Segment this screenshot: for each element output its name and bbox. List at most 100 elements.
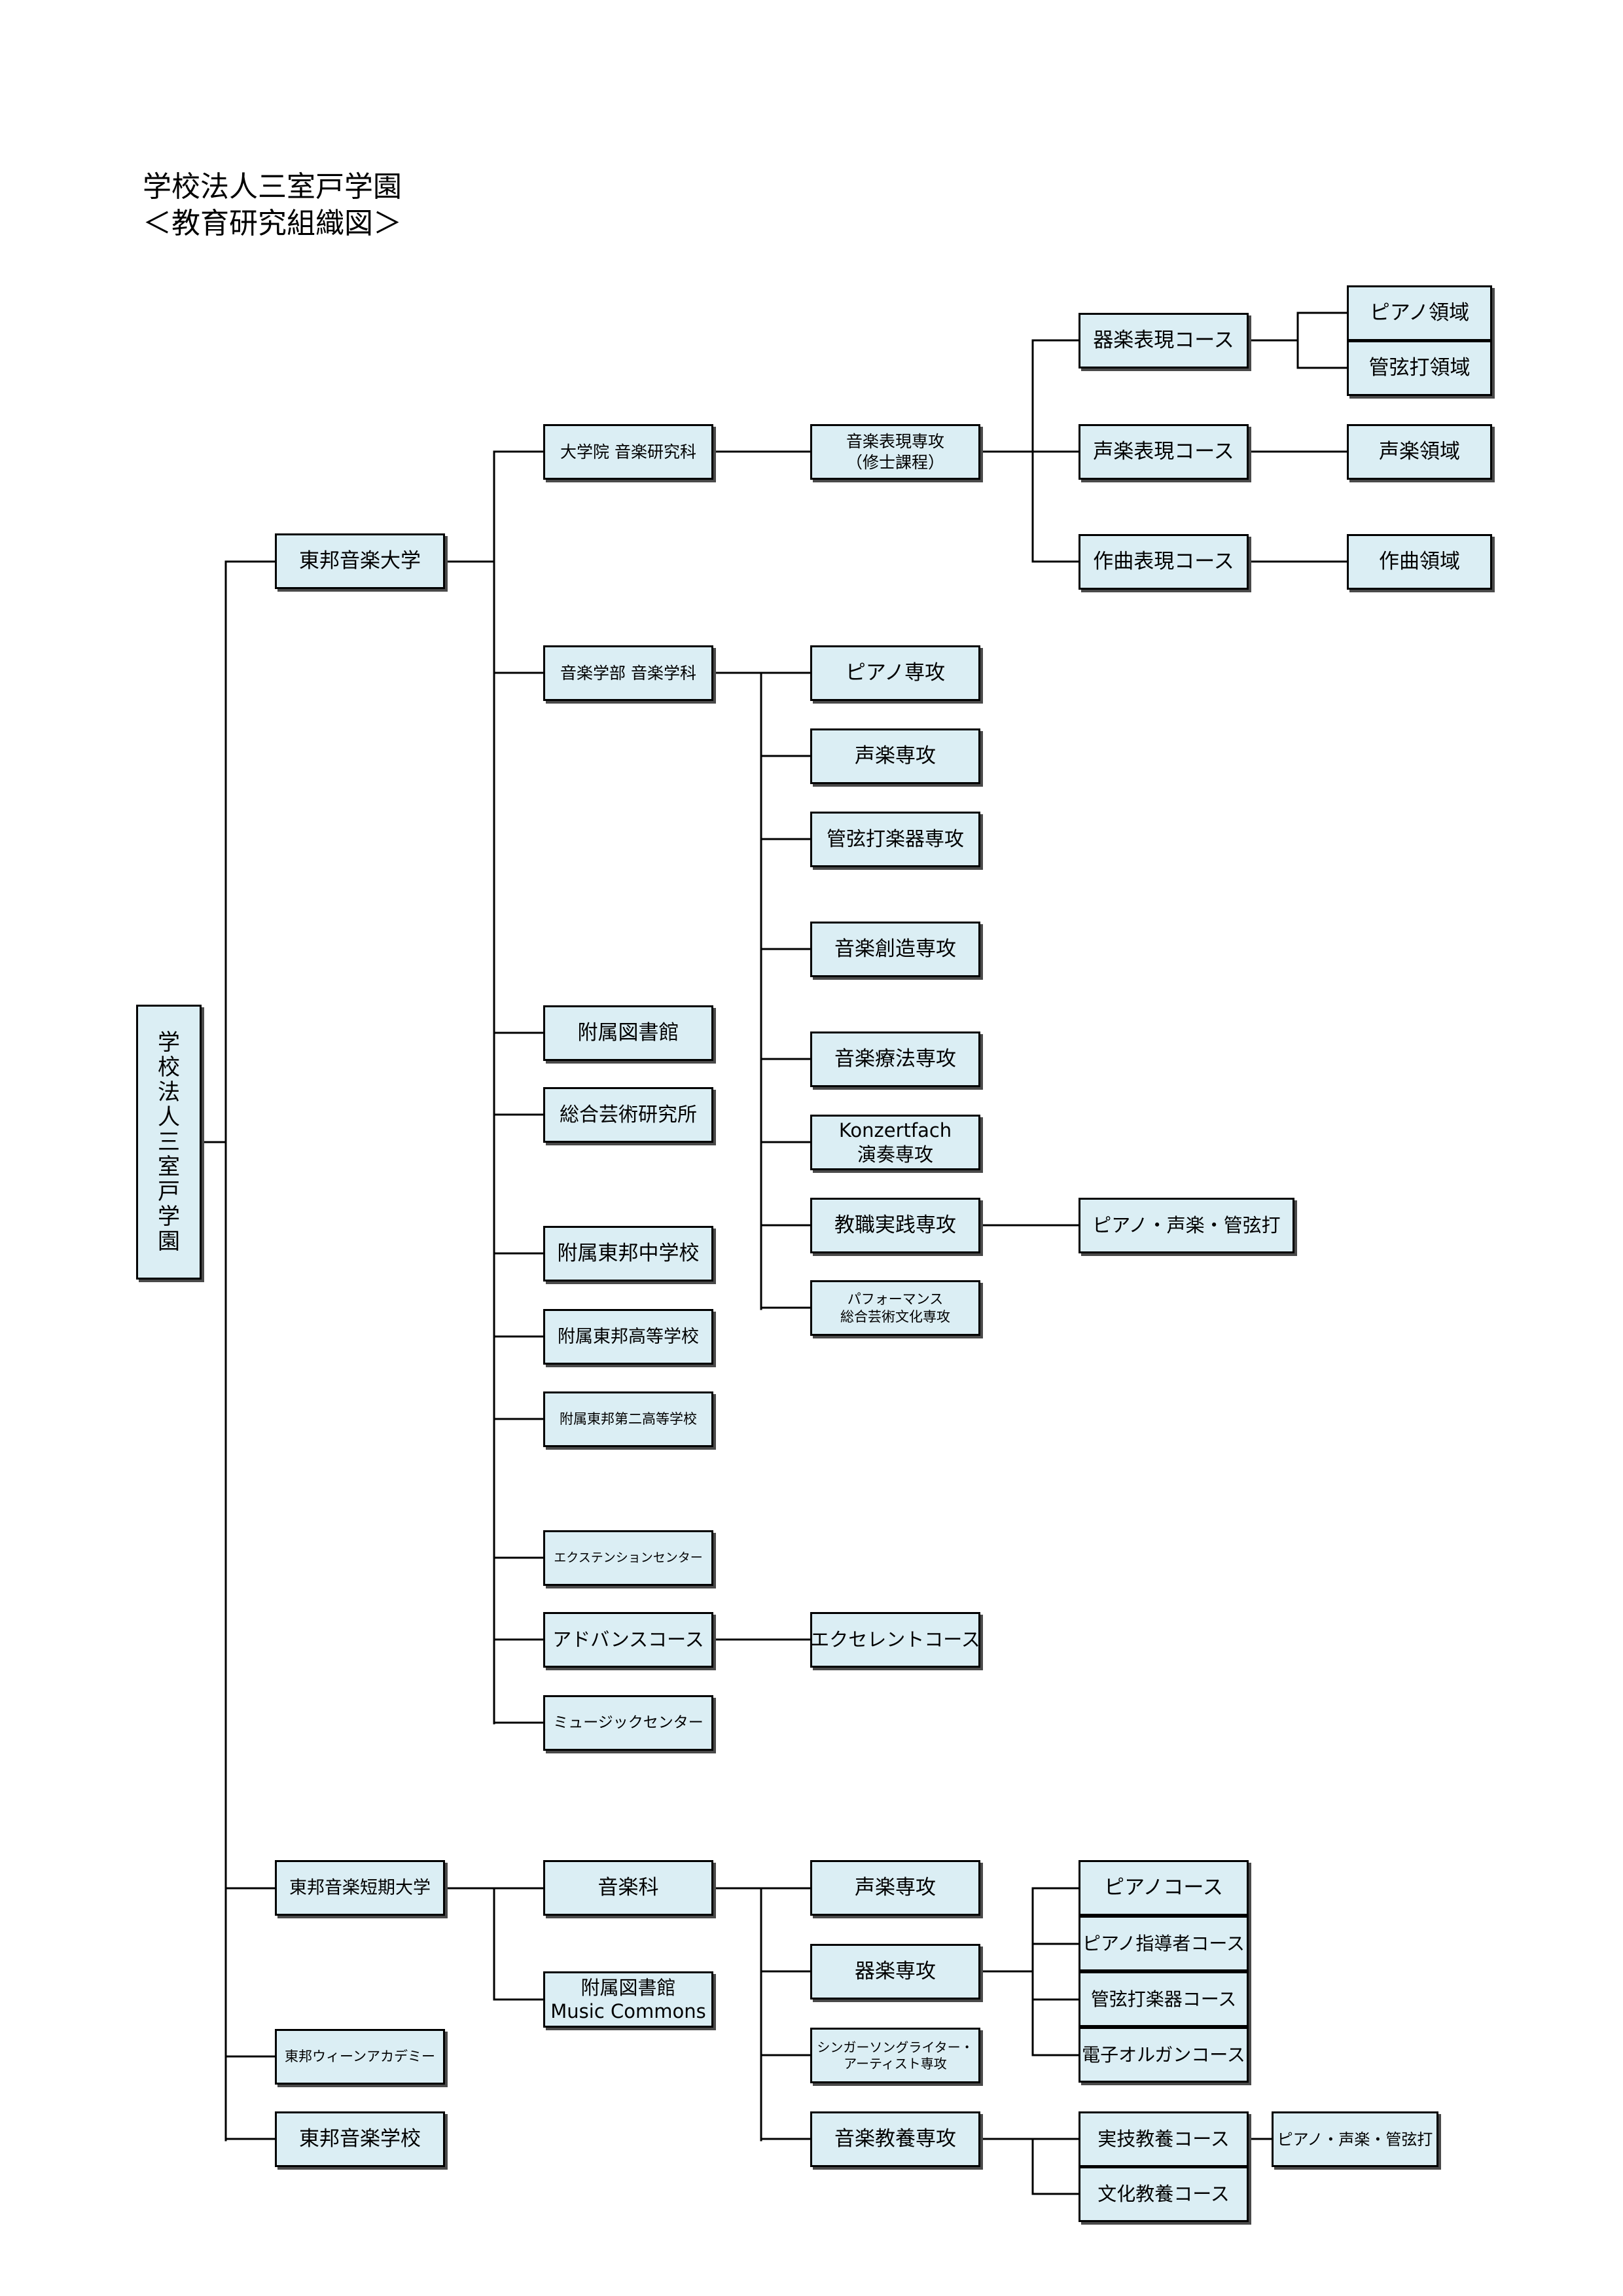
node-winds-major: 管弦打楽器専攻 bbox=[810, 812, 980, 867]
node-teaching-sub: ピアノ・声楽・管弦打 bbox=[1079, 1198, 1294, 1253]
node-label-line1: シンガーソングライター・ bbox=[817, 2039, 974, 2055]
node-label-line2: アーティスト専攻 bbox=[844, 2055, 947, 2072]
node-label: 附属東邦高等学校 bbox=[558, 1326, 699, 1347]
node-label-line2: Music Commons bbox=[550, 2000, 706, 2022]
node-label: 附属図書館 bbox=[577, 1021, 679, 1045]
node-label-line1: 附属図書館 bbox=[580, 1976, 676, 1999]
node-label-line1: Konzertfach bbox=[838, 1119, 952, 1142]
node-music-center: ミュージックセンター bbox=[543, 1695, 713, 1751]
node-winds-area: 管弦打領域 bbox=[1347, 340, 1492, 396]
node-label-line1: パフォーマンス bbox=[847, 1291, 944, 1308]
node-vocal-course: 声楽表現コース bbox=[1079, 424, 1249, 480]
node-label: 作曲表現コース bbox=[1093, 550, 1234, 574]
node-jc-winds-course: 管弦打楽器コース bbox=[1079, 1971, 1249, 2027]
node-advance: アドバンスコース bbox=[543, 1612, 713, 1668]
node-label: エクセレントコース bbox=[810, 1628, 980, 1651]
node-junior-college: 東邦音楽短期大学 bbox=[275, 1860, 445, 1916]
node-piano-major: ピアノ専攻 bbox=[810, 645, 980, 701]
node-label: 声楽領域 bbox=[1379, 440, 1460, 464]
page-subtitle: ＜教育研究組織図＞ bbox=[143, 207, 402, 240]
node-library: 附属図書館 bbox=[543, 1005, 713, 1061]
node-label: 管弦打領域 bbox=[1368, 356, 1471, 380]
node-label: ピアノ・声楽・管弦打 bbox=[1277, 2130, 1433, 2149]
node-label: 附属東邦第二高等学校 bbox=[560, 1411, 697, 1427]
node-label: 教職実践専攻 bbox=[834, 1213, 956, 1238]
node-jc-instrumental: 器楽専攻 bbox=[810, 1944, 980, 2000]
node-label-line2: 演奏専攻 bbox=[857, 1143, 933, 1166]
node-extension: エクステンションセンター bbox=[543, 1530, 713, 1586]
node-root: 学校法人三室戸学園 bbox=[136, 1005, 202, 1280]
node-junior-high: 附属東邦中学校 bbox=[543, 1226, 713, 1282]
page-title: 学校法人三室戸学園 bbox=[143, 170, 402, 204]
node-composition-course: 作曲表現コース bbox=[1079, 534, 1249, 590]
node-label: 音楽教養専攻 bbox=[834, 2127, 956, 2151]
node-music-expression: 音楽表現専攻 （修士課程） bbox=[810, 424, 980, 480]
node-label: 総合芸術研究所 bbox=[560, 1103, 697, 1126]
node-jc-music: 音楽科 bbox=[543, 1860, 713, 1916]
node-label: 音楽創造専攻 bbox=[834, 937, 956, 961]
node-high-school: 附属東邦高等学校 bbox=[543, 1309, 713, 1365]
node-vienna: 東邦ウィーンアカデミー bbox=[275, 2029, 445, 2085]
node-jc-singer: シンガーソングライター・ アーティスト専攻 bbox=[810, 2028, 980, 2083]
node-label: ピアノ領域 bbox=[1369, 301, 1470, 325]
node-label: 東邦音楽学校 bbox=[299, 2127, 421, 2151]
node-jc-vocal: 声楽専攻 bbox=[810, 1860, 980, 1916]
node-label: 器楽専攻 bbox=[855, 1960, 936, 1984]
node-jc-culture: 文化教養コース bbox=[1079, 2166, 1249, 2222]
node-creation-major: 音楽創造専攻 bbox=[810, 922, 980, 977]
node-toho-school: 東邦音楽学校 bbox=[275, 2111, 445, 2167]
node-vocal-area: 声楽領域 bbox=[1347, 424, 1492, 480]
node-jc-practical-sub: ピアノ・声楽・管弦打 bbox=[1272, 2111, 1438, 2167]
node-label: 実技教養コース bbox=[1097, 2128, 1230, 2151]
node-label: 声楽表現コース bbox=[1093, 440, 1234, 464]
node-label-line2: 総合芸術文化専攻 bbox=[840, 1308, 950, 1325]
node-label: 管弦打楽器専攻 bbox=[827, 827, 964, 851]
node-performance-major: パフォーマンス 総合芸術文化専攻 bbox=[810, 1280, 980, 1336]
node-label: 学校法人三室戸学園 bbox=[158, 1029, 180, 1255]
node-jc-library: 附属図書館 Music Commons bbox=[543, 1971, 713, 2028]
node-instrumental-course: 器楽表現コース bbox=[1079, 313, 1249, 368]
node-label: 東邦音楽大学 bbox=[299, 549, 421, 573]
node-arts-institute: 総合芸術研究所 bbox=[543, 1087, 713, 1143]
node-label: 文化教養コース bbox=[1097, 2183, 1230, 2206]
node-jc-organ-course: 電子オルガンコース bbox=[1079, 2027, 1249, 2083]
node-jc-piano-teacher: ピアノ指導者コース bbox=[1079, 1916, 1249, 1971]
node-label: 声楽専攻 bbox=[855, 1876, 936, 1900]
node-label: 大学院 音楽研究科 bbox=[560, 442, 696, 461]
node-jc-practical: 実技教養コース bbox=[1079, 2111, 1249, 2167]
node-label: 附属東邦中学校 bbox=[557, 1242, 700, 1266]
node-jc-liberal: 音楽教養専攻 bbox=[810, 2111, 980, 2167]
node-label: エクステンションセンター bbox=[554, 1550, 703, 1565]
node-piano-area: ピアノ領域 bbox=[1347, 285, 1492, 341]
node-music-faculty: 音楽学部 音楽学科 bbox=[543, 645, 713, 701]
node-label: ピアノ指導者コース bbox=[1082, 1933, 1245, 1954]
node-label: ピアノ専攻 bbox=[845, 661, 946, 685]
node-label: 声楽専攻 bbox=[855, 744, 936, 768]
node-label: ピアノコース bbox=[1104, 1876, 1223, 1900]
node-grad-school: 大学院 音楽研究科 bbox=[543, 424, 713, 480]
node-jc-piano-course: ピアノコース bbox=[1079, 1860, 1249, 1916]
node-label: 音楽科 bbox=[597, 1876, 659, 1900]
node-excellent: エクセレントコース bbox=[810, 1612, 980, 1668]
node-label: 器楽表現コース bbox=[1093, 329, 1234, 353]
node-second-high: 附属東邦第二高等学校 bbox=[543, 1391, 713, 1447]
node-toho-univ: 東邦音楽大学 bbox=[275, 533, 445, 589]
node-label: 電子オルガンコース bbox=[1082, 2044, 1245, 2066]
node-label: 東邦ウィーンアカデミー bbox=[285, 2049, 435, 2065]
node-vocal-major: 声楽専攻 bbox=[810, 728, 980, 784]
node-konzertfach: Konzertfach 演奏専攻 bbox=[810, 1115, 980, 1170]
node-label: 東邦音楽短期大学 bbox=[289, 1877, 431, 1898]
node-label: 作曲領域 bbox=[1379, 550, 1460, 574]
node-label: 管弦打楽器コース bbox=[1090, 1988, 1237, 2010]
node-label: 音楽療法専攻 bbox=[834, 1047, 956, 1071]
node-label-line1: 音楽表現専攻 bbox=[846, 432, 944, 452]
node-label: ミュージックセンター bbox=[553, 1714, 704, 1732]
node-label: ピアノ・声楽・管弦打 bbox=[1092, 1214, 1281, 1237]
node-label: アドバンスコース bbox=[552, 1628, 704, 1651]
node-label-line2: （修士課程） bbox=[846, 452, 944, 472]
node-composition-area: 作曲領域 bbox=[1347, 534, 1492, 590]
node-therapy-major: 音楽療法専攻 bbox=[810, 1031, 980, 1087]
node-teaching-major: 教職実践専攻 bbox=[810, 1198, 980, 1253]
node-label: 音楽学部 音楽学科 bbox=[560, 663, 696, 683]
